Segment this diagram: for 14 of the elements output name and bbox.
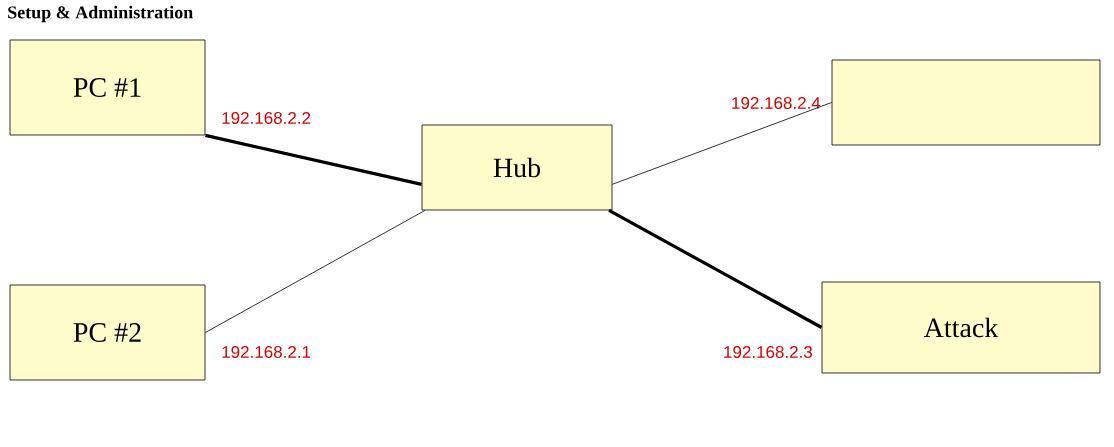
network-cable bbox=[612, 102, 832, 185]
caption-text: Setup & Administration bbox=[8, 5, 193, 23]
network-cable bbox=[205, 210, 426, 333]
device-box: PC #2 bbox=[9, 284, 206, 381]
ip-address: 192.168.2.4 bbox=[732, 97, 821, 109]
device-box: Hub bbox=[421, 124, 613, 211]
ip-address: 192.168.2.2 bbox=[222, 112, 311, 124]
ip-address: 192.168.2.3 bbox=[724, 345, 813, 358]
device-box: Attack bbox=[821, 281, 1101, 374]
network-cable bbox=[205, 133, 422, 186]
ip-address: 192.168.2.1 bbox=[222, 345, 311, 358]
network-cable bbox=[608, 209, 823, 329]
device-box: PC #1 bbox=[9, 39, 206, 136]
device-box bbox=[831, 59, 1101, 146]
